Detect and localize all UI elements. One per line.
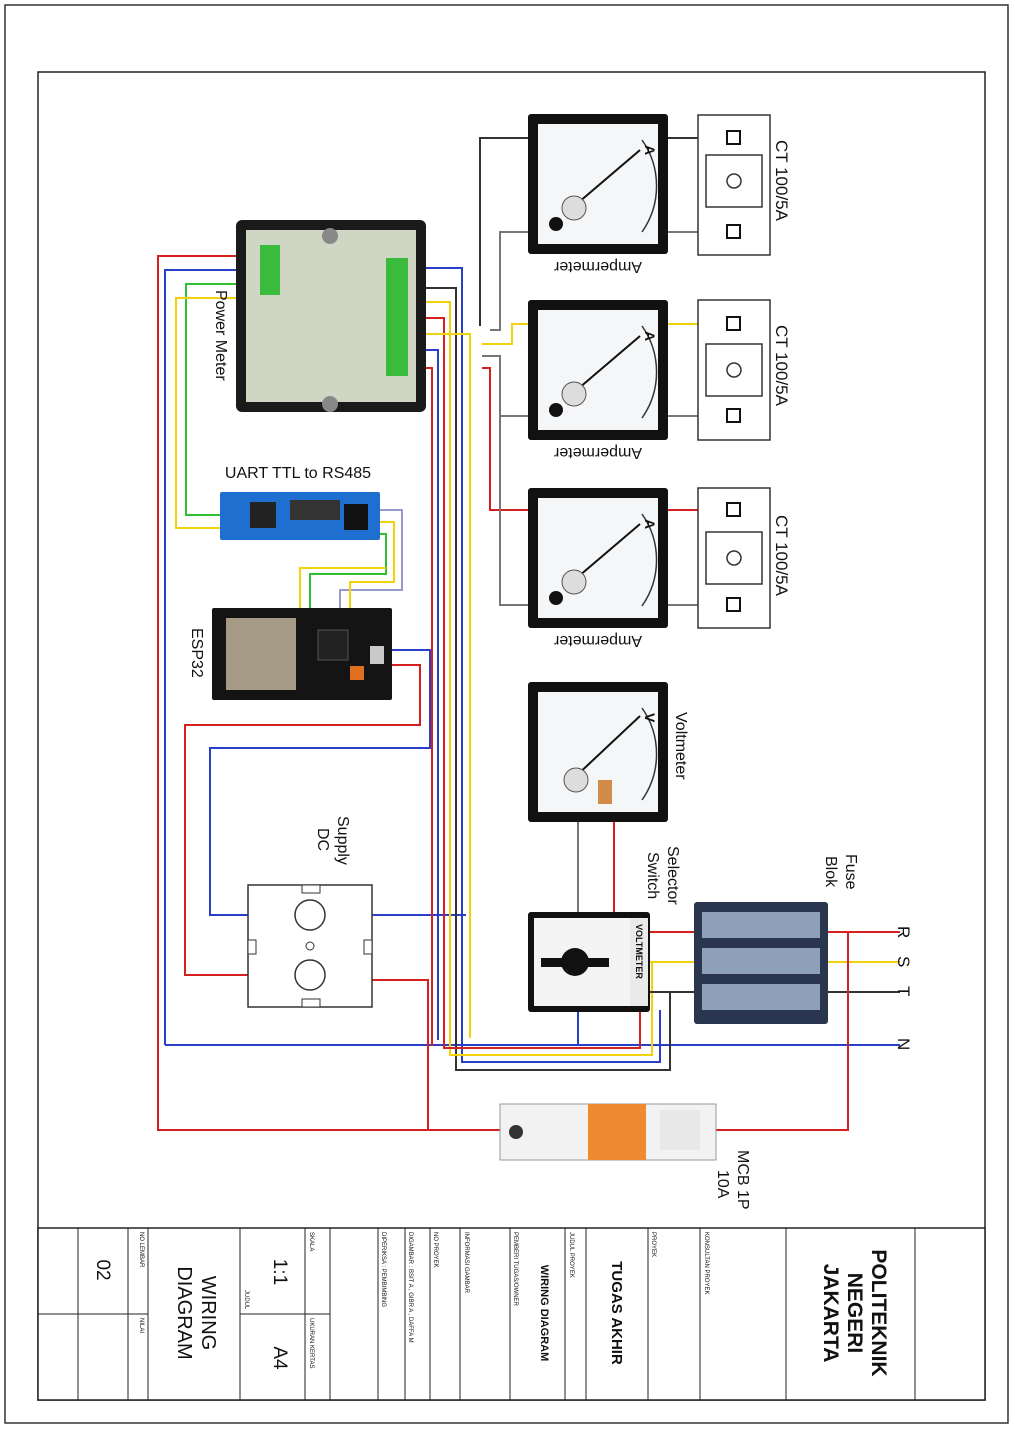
selector-label-line2: Switch (644, 852, 661, 899)
mcb-1p (499, 1103, 717, 1161)
school-name-line1: POLITEKNIK (867, 1249, 890, 1376)
proyek-value: TUGAS AKHIR (608, 1261, 625, 1365)
uart-ttl-rs485-module (220, 492, 380, 540)
ammeter-2-letter: A (642, 331, 658, 341)
title-block (37, 1227, 986, 1401)
selector-face-label: VOLTMETER (634, 924, 644, 979)
diperiksa-label: DIPERIKSA : PEMBIMBING (380, 1232, 386, 1307)
ct-1-label: CT 100/5A (772, 140, 791, 222)
ukuran-kertas-label: UKURAN KERTAS (308, 1318, 314, 1368)
phase-r-label: R (894, 926, 913, 938)
esp32-label: ESP32 (188, 628, 205, 678)
ammeter-3-label: Ampermeter (553, 632, 642, 649)
no-lembar-value: 02 (92, 1259, 113, 1280)
school-name-line3: JAKARTA (819, 1264, 842, 1363)
wire-mcb-power-meter (157, 255, 500, 1131)
skala-label: SKALA (308, 1232, 314, 1251)
school-name-line2: NEGERI (843, 1273, 866, 1354)
no-lembar-label: NO LEMBAR (138, 1232, 144, 1268)
judul-value-line2: DIAGRAM (173, 1266, 195, 1359)
ct-1 (697, 114, 771, 256)
supply-dc-label-line2: DC (314, 828, 331, 851)
mcb-label-line2: 10A (714, 1170, 731, 1199)
drawing-frame (37, 71, 986, 1401)
phase-t-label: T (894, 986, 913, 996)
ammeter-1: A (528, 114, 668, 254)
judul-value-line1: WIRING (197, 1276, 219, 1350)
phase-s-label: S (894, 956, 913, 967)
ammeter-2: A (528, 300, 668, 440)
selector-switch: VOLTMETER (528, 912, 650, 1012)
judul-proyek-label: JUDUL PROYEK (568, 1232, 574, 1278)
power-meter (236, 220, 426, 412)
wire-dc-blue (209, 649, 431, 916)
digambar-label: DIGAMBAR : BSIT A , GIBR A , DAFFA M (407, 1232, 413, 1343)
sheet-outer-border (4, 4, 1009, 1424)
fuse-block (694, 902, 828, 1024)
uart-label: UART TTL to RS485 (225, 465, 371, 482)
wire-mcb-supply (716, 932, 849, 1131)
ammeter-1-letter: A (642, 145, 658, 155)
judul-label: JUDUL (243, 1290, 249, 1310)
ammeter-1-label: Ampermeter (553, 258, 642, 275)
voltmeter: V (528, 682, 668, 822)
supply-dc-label-line1: Supply (334, 816, 351, 865)
ukuran-kertas-value: A4 (269, 1346, 290, 1370)
wire-dc-red (184, 664, 421, 976)
judul-proyek-value: WIRING DIAGRAM (538, 1265, 550, 1362)
voltmeter-label: Voltmeter (672, 712, 689, 780)
fuse-label-line1: Fuse (842, 854, 859, 890)
ct-3-label: CT 100/5A (772, 515, 791, 597)
skala-value: 1:1 (269, 1259, 290, 1285)
ammeter-2-label: Ampermeter (553, 444, 642, 461)
neutral-label: N (894, 1038, 913, 1050)
informasi-gambar-label: INFORMASI GAMBAR (463, 1232, 469, 1294)
ammeter-3-letter: A (642, 519, 658, 529)
supply-dc (247, 884, 373, 1008)
konsultan-label: KONSULTAN PROYEK (703, 1232, 709, 1294)
proyek-label: PROYEK (650, 1232, 656, 1257)
ammeter-3: A (528, 488, 668, 628)
selector-label-line1: Selector (664, 846, 681, 905)
voltmeter-letter: V (642, 713, 658, 723)
ct-2 (697, 299, 771, 441)
power-meter-label: Power Meter (212, 290, 229, 381)
mcb-label-line1: MCB 1P (734, 1150, 751, 1210)
no-proyek-label: NO PROYEK (432, 1232, 438, 1268)
fuse-label-line2: Blok (822, 856, 839, 888)
esp32-board (212, 608, 392, 700)
ct-3 (697, 487, 771, 629)
wires (157, 137, 900, 1131)
pemberi-tugas-label: PEMBERI TUGAS/OWNER (512, 1232, 518, 1307)
ct-2-label: CT 100/5A (772, 325, 791, 407)
nilai-label: NILAI (138, 1318, 144, 1333)
